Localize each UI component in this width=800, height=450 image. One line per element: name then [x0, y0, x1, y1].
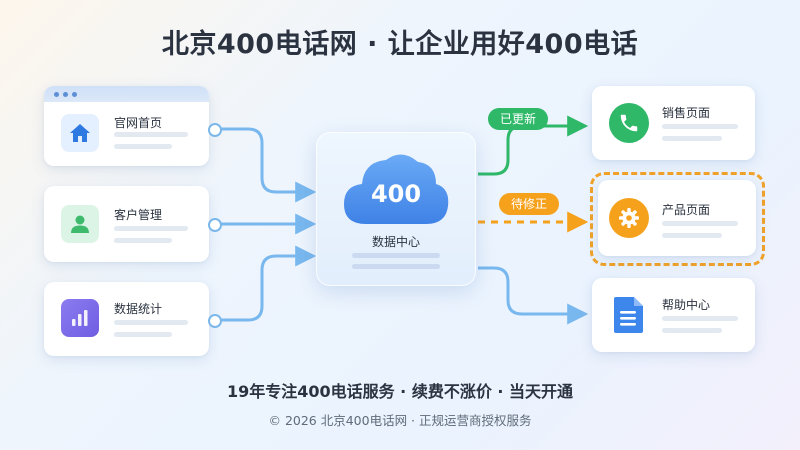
connector-dot — [208, 123, 222, 137]
status-badge-pending: 待修正 — [499, 193, 560, 215]
node-customer[interactable]: 客户管理 — [44, 186, 209, 262]
node-product-page[interactable]: 产品页面 — [598, 180, 756, 256]
node-label: 销售页面 — [662, 106, 711, 120]
gear-icon — [609, 198, 649, 238]
window-title-bar — [44, 86, 209, 102]
node-label: 数据统计 — [114, 302, 163, 316]
bar-chart-icon — [61, 299, 99, 337]
wire-home-to-center — [220, 127, 317, 203]
center-label: 数据中心 — [371, 235, 420, 249]
node-statistics[interactable]: 数据统计 — [44, 282, 209, 356]
wire-stats-to-center — [220, 245, 317, 322]
user-icon — [61, 205, 99, 243]
node-homepage[interactable]: 官网首页 — [44, 86, 209, 166]
node-label: 产品页面 — [662, 203, 711, 217]
document-icon — [609, 294, 647, 336]
node-label: 帮助中心 — [662, 298, 711, 312]
node-help-center[interactable]: 帮助中心 — [592, 278, 755, 352]
node-label: 官网首页 — [114, 116, 163, 130]
home-icon — [61, 114, 99, 152]
wire-center-to-help — [478, 266, 589, 325]
cloud-icon — [344, 154, 449, 224]
connector-dot — [208, 218, 222, 232]
wire-center-to-sales — [478, 115, 589, 176]
connector-dot — [208, 314, 222, 328]
center-badge: 400 — [370, 180, 422, 208]
page-title: 北京400电话网 · 让企业用好400电话 — [161, 29, 639, 60]
phone-icon — [609, 103, 649, 143]
node-label: 客户管理 — [114, 208, 163, 222]
status-badge-updated: 已更新 — [488, 108, 549, 130]
pending-highlight-frame — [590, 172, 765, 266]
tagline: 19年专注400电话服务 · 续费不涨价 · 当天开通 — [226, 382, 574, 401]
footer-copyright: © 2026 北京400电话网 · 正规运营商授权服务 — [268, 413, 532, 428]
node-sales-page[interactable]: 销售页面 — [592, 86, 755, 160]
data-center-hub[interactable]: 400 数据中心 — [316, 132, 476, 286]
